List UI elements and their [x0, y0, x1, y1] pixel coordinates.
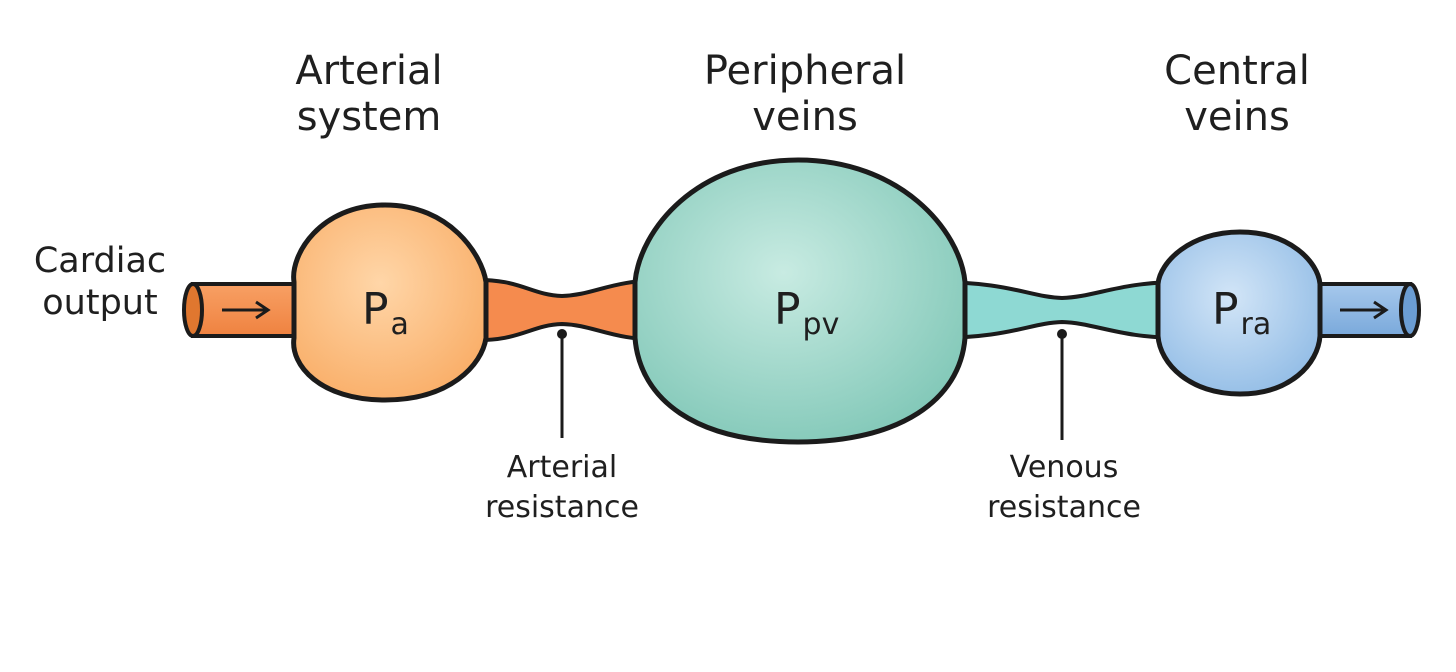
heading-central-veins: Central veins [1087, 48, 1387, 140]
arterial-resistance-label: Arterial resistance [452, 448, 672, 528]
pressure-central-symbol: P [1212, 284, 1239, 335]
pressure-central-subscript: ra [1240, 307, 1272, 342]
pressure-arterial-label: Pa [362, 286, 409, 349]
pressure-central-label: Pra [1212, 286, 1271, 349]
venous-resistance-neck [933, 279, 1182, 341]
inflow-arrow-icon [222, 300, 271, 320]
venous-resistance-label: Venous resistance [954, 448, 1174, 528]
heading-peripheral-line1: Peripheral [703, 48, 907, 94]
heading-peripheral-veins: Peripheral veins [655, 48, 955, 140]
inflow-tube [182, 282, 310, 338]
central-veins-compartment [1155, 229, 1323, 397]
heading-peripheral-line2: veins [752, 94, 858, 140]
venous-resistance-leader [1057, 329, 1067, 440]
arterial-resistance-line2: resistance [485, 490, 639, 525]
pressure-arterial-subscript: a [390, 307, 409, 342]
heading-arterial-line1: Arterial [295, 48, 443, 94]
venous-resistance-line1: Venous [1009, 450, 1119, 485]
pressure-peripheral-symbol: P [774, 284, 801, 335]
arterial-resistance-leader [557, 329, 567, 438]
venous-resistance-line2: resistance [987, 490, 1141, 525]
cardiac-output-label: Cardiac output [0, 240, 200, 324]
cardiac-output-line1: Cardiac [33, 241, 167, 281]
outflow-arrow-icon [1340, 300, 1389, 320]
arterial-resistance-line1: Arterial [506, 450, 618, 485]
pressure-peripheral-label: Ppv [774, 286, 839, 349]
pressure-peripheral-subscript: pv [802, 307, 840, 342]
heading-arterial-system: Arterial system [219, 48, 519, 140]
peripheral-veins-compartment [632, 157, 968, 445]
heading-arterial-line2: system [296, 94, 442, 140]
heading-central-line2: veins [1184, 94, 1290, 140]
heading-central-line1: Central [1164, 48, 1310, 94]
cardiac-output-line2: output [42, 283, 158, 323]
pressure-arterial-symbol: P [362, 284, 389, 335]
arterial-compartment [291, 202, 489, 403]
